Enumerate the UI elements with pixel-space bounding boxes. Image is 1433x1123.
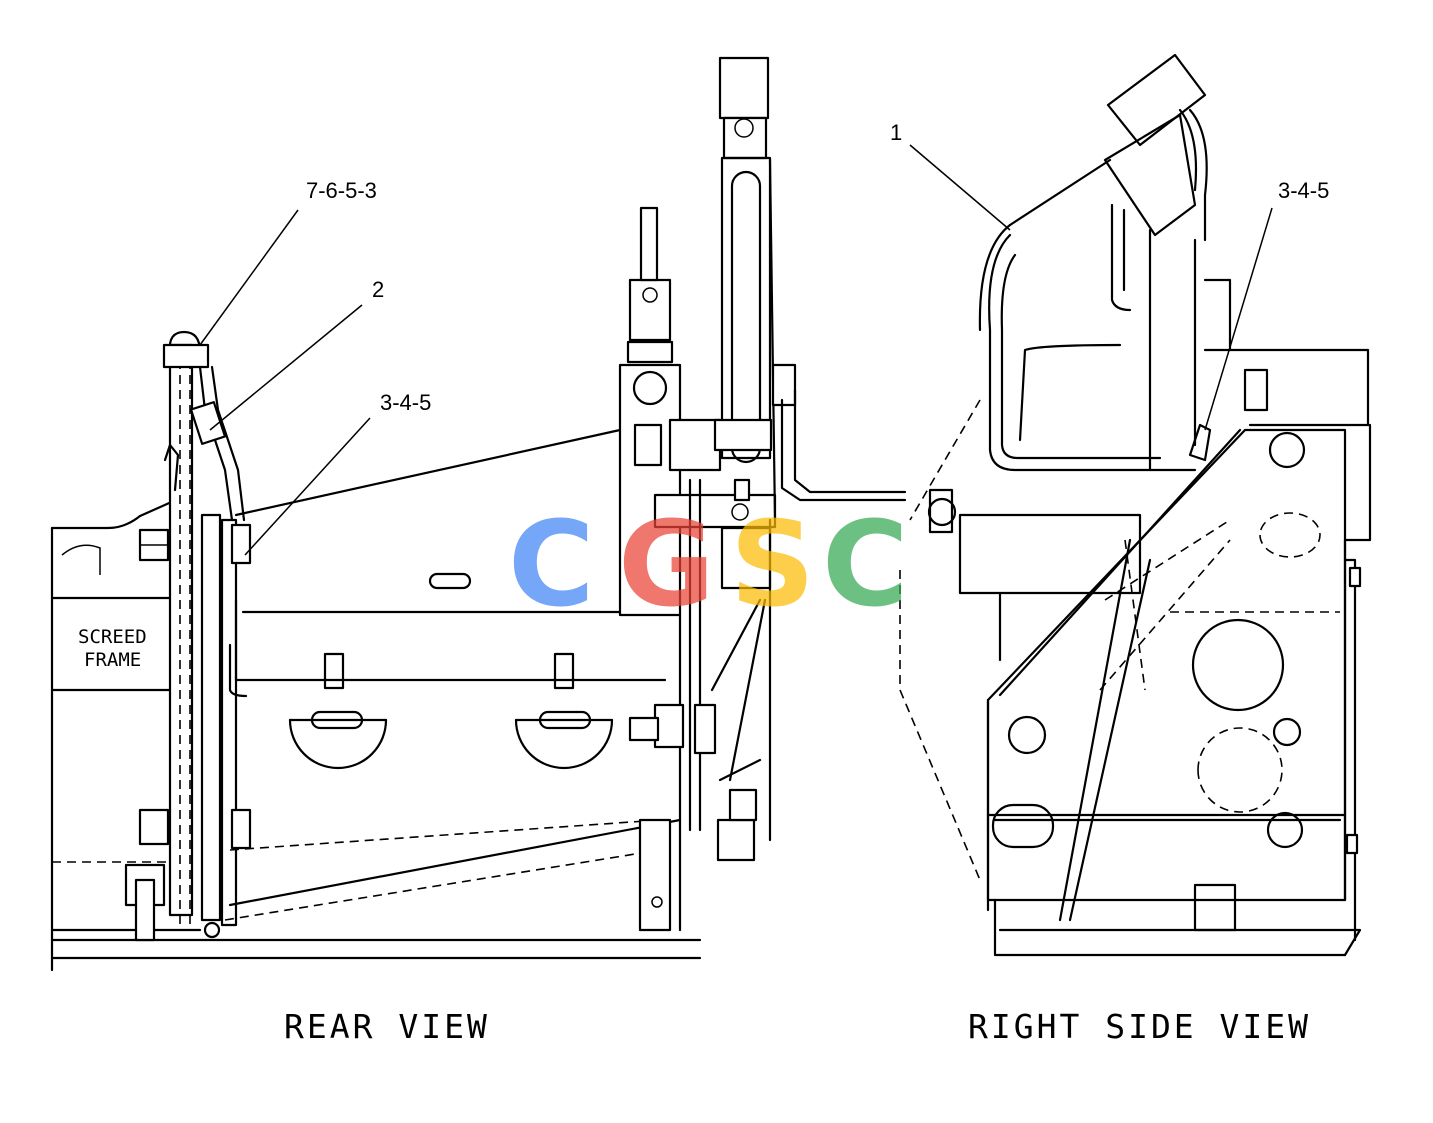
callout-1: 1 <box>890 120 902 145</box>
screed-frame-label-line1: SCREED <box>78 626 147 648</box>
watermark-letter-s: S <box>730 495 815 633</box>
leader-lines <box>199 144 1273 556</box>
rear-view-drawing <box>50 56 907 972</box>
rear-view-title: REAR VIEW <box>284 1007 490 1046</box>
callout-3-4-5-rear: 3-4-5 <box>380 390 431 415</box>
cgsc-watermark: C G S C <box>508 495 909 633</box>
callout-7-6-5-3: 7-6-5-3 <box>306 178 377 203</box>
right-side-view-drawing <box>899 53 1372 957</box>
watermark-letter-g: G <box>618 495 715 633</box>
watermark-letter-c1: C <box>508 495 595 633</box>
right-side-view-title: RIGHT SIDE VIEW <box>968 1007 1311 1046</box>
callout-3-4-5-side: 3-4-5 <box>1278 178 1329 203</box>
callout-2: 2 <box>372 277 384 302</box>
watermark-letter-c2: C <box>822 495 909 633</box>
screed-frame-label-line2: FRAME <box>84 649 141 671</box>
